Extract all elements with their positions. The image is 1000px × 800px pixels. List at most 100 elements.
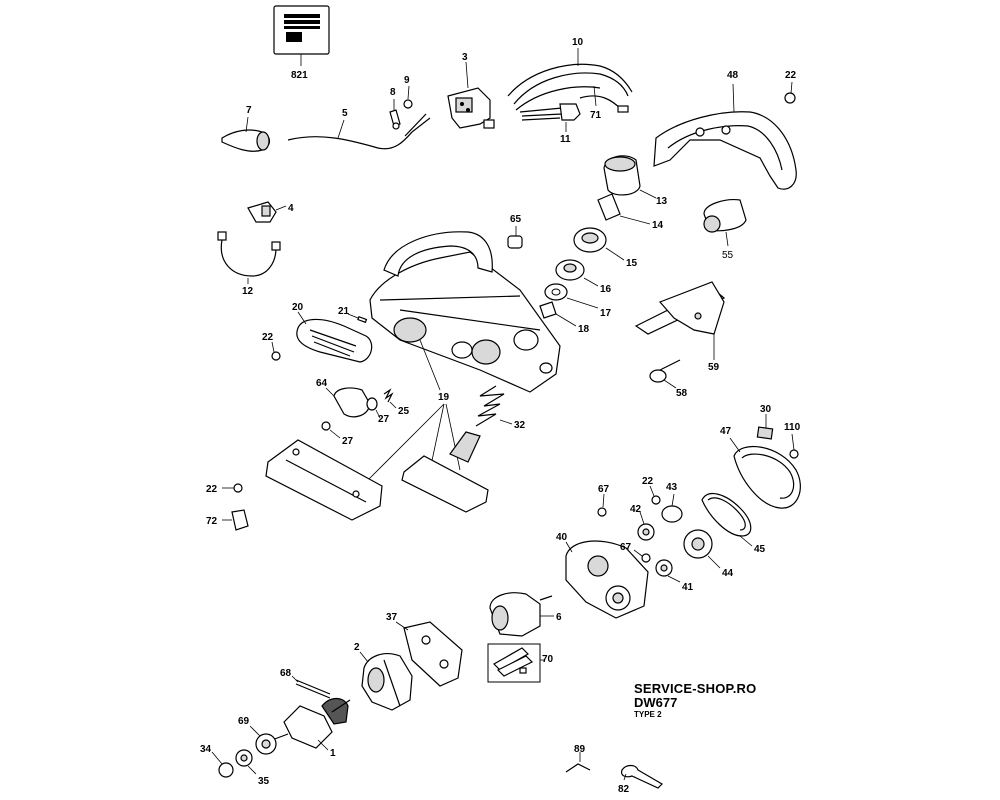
callout-1: 1 (330, 748, 336, 759)
part-41-bearing (655, 559, 673, 577)
callout-6: 6 (556, 612, 562, 623)
callout-41: 41 (682, 582, 694, 593)
callout-9: 9 (404, 75, 410, 86)
callout-17: 17 (600, 308, 612, 319)
callout-27-a: 27 (378, 414, 390, 425)
part-69-bearing (255, 733, 277, 755)
callout-16: 16 (600, 284, 612, 295)
part-15-adjust-wheel (573, 227, 607, 253)
part-30-plate (756, 426, 774, 440)
callout-22-left: 22 (262, 332, 274, 343)
callout-110: 110 (784, 422, 801, 433)
part-82-wrench (621, 764, 663, 789)
part-base-shoe-right (401, 431, 489, 513)
part-68-screw (295, 679, 331, 699)
callout-10: 10 (572, 37, 584, 48)
callout-5: 5 (342, 108, 348, 119)
callout-22-bottom-left: 22 (206, 484, 218, 495)
part-22-screw-top (784, 92, 796, 104)
part-110-screw (789, 449, 799, 459)
callout-3: 3 (462, 52, 468, 63)
part-10-wires (507, 63, 633, 111)
callout-18: 18 (578, 324, 590, 335)
part-27-nut-a (366, 397, 378, 411)
callout-67-b: 67 (620, 542, 632, 553)
part-3-switch (447, 87, 495, 129)
part-32-spring (475, 385, 505, 427)
callout-48: 48 (727, 70, 739, 81)
part-5-cable (287, 113, 431, 150)
callout-40: 40 (556, 532, 568, 543)
callout-45: 45 (754, 544, 766, 555)
part-59-parallel-guide (634, 281, 726, 335)
part-44-pulley (683, 529, 713, 559)
part-25-spring (383, 388, 394, 403)
callout-11: 11 (560, 134, 571, 145)
part-13-depth-knob (603, 155, 641, 196)
callout-44: 44 (722, 568, 734, 579)
callout-7: 7 (246, 105, 252, 116)
callout-37: 37 (386, 612, 398, 623)
part-43-pulley-nut (661, 505, 683, 523)
part-64-block (333, 387, 371, 418)
part-8-clamp (389, 109, 401, 130)
callout-32: 32 (514, 420, 526, 431)
part-22-screw-mid (651, 495, 661, 505)
part-4-brush-holder (247, 201, 277, 223)
callout-68: 68 (280, 668, 292, 679)
callout-821: 821 (291, 70, 308, 81)
callout-72: 72 (206, 516, 218, 527)
part-2-field-coil (361, 653, 413, 711)
callout-25: 25 (398, 406, 410, 417)
part-27-screw-b (321, 421, 331, 431)
part-40-gear-case (565, 540, 649, 619)
callout-89: 89 (574, 744, 586, 755)
callout-69: 69 (238, 716, 250, 727)
part-55-plug (703, 199, 747, 233)
callout-30: 30 (760, 404, 772, 415)
callout-20: 20 (292, 302, 304, 313)
part-base-shoe-left (265, 439, 383, 521)
part-71-wires (579, 95, 629, 113)
callout-12: 12 (242, 286, 254, 297)
part-35-bearing (235, 749, 253, 767)
part-47-belt-guard (733, 445, 801, 509)
part-6-motor-housing (489, 592, 553, 637)
callout-70: 70 (542, 654, 554, 665)
callout-67-a: 67 (598, 484, 610, 495)
model-number: DW677 (634, 695, 678, 710)
callout-27-b: 27 (342, 436, 354, 447)
callout-59: 59 (708, 362, 720, 373)
part-17-washer (544, 283, 568, 301)
callout-21: 21 (338, 306, 350, 317)
callout-64: 64 (316, 378, 328, 389)
callout-13: 13 (656, 196, 668, 207)
callout-4: 4 (288, 203, 294, 214)
callout-65: 65 (510, 214, 522, 225)
model-block: SERVICE-SHOP.RO DW677 TYPE 2 (634, 682, 756, 719)
part-22-screw-left (271, 351, 281, 361)
part-67-screw-a (597, 507, 607, 517)
part-11-connector (519, 103, 581, 121)
callout-58: 58 (676, 388, 688, 399)
callout-2: 2 (354, 642, 360, 653)
callout-43: 43 (666, 482, 678, 493)
callout-55: 55 (722, 250, 734, 261)
part-21-pin (357, 315, 368, 324)
part-18-clip (539, 301, 557, 319)
part-22-screw-bottom-left (233, 483, 243, 493)
part-58-knob-screw (649, 359, 681, 383)
part-34-bushing (218, 762, 234, 778)
part-48-handle-cover (653, 111, 797, 190)
callout-35: 35 (258, 776, 270, 787)
model-type: TYPE 2 (634, 710, 662, 719)
part-20-side-cover (296, 318, 373, 363)
part-65-bushing (507, 235, 523, 249)
part-7-knob (221, 129, 271, 152)
part-1-armature (271, 697, 351, 749)
part-70-brush-kit (487, 643, 541, 683)
part-14-sleeve (597, 193, 621, 221)
part-89-hex-key (565, 763, 591, 773)
callout-22-top: 22 (785, 70, 797, 81)
